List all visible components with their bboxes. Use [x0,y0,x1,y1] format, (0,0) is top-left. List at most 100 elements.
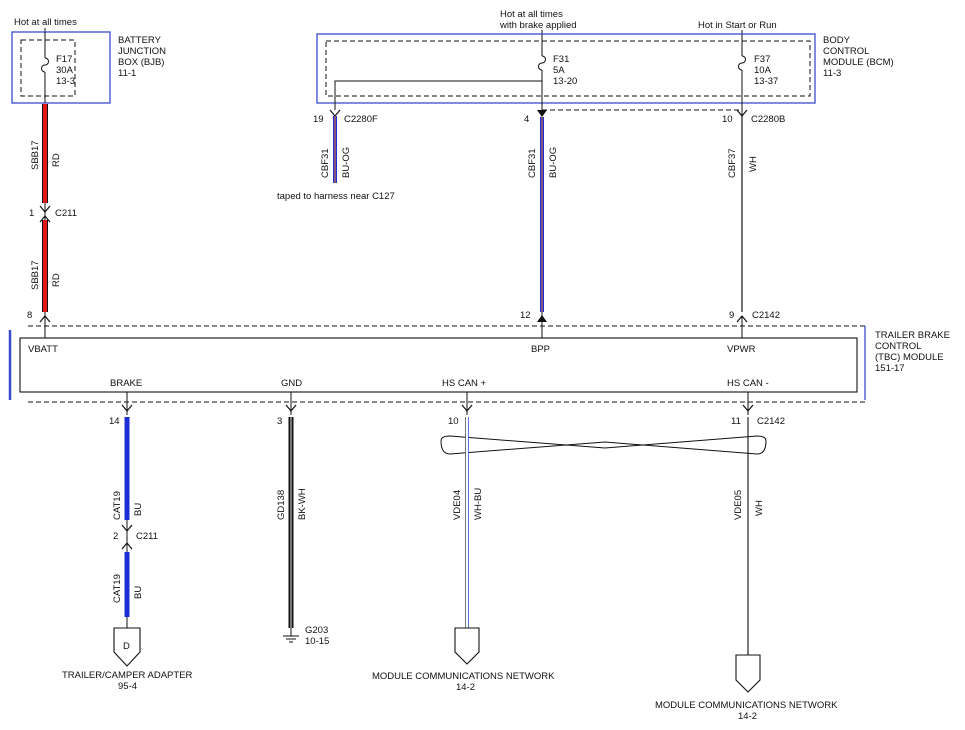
mcn1-title: MODULE COMMUNICATIONS NETWORK [372,671,555,682]
wire-vde05-color: WH [754,500,765,516]
fuse-f31-name: F31 [553,54,569,65]
bjb-border [11,31,111,104]
tbc-pin9: 9 [729,310,734,321]
wire-cbf31-stub-color: BU-OG [341,147,352,178]
bjb-inner-dash [20,39,76,97]
ground-ref: 10-15 [305,636,329,647]
wire-cbf37: CBF37 WH [727,116,759,312]
pin19-arrow [329,109,341,117]
fuse-f37-amp: 10A [754,65,772,76]
bcm-c2280f: C2280F [344,114,378,125]
bcm-c2280b: C2280B [751,114,785,125]
c211-upper-pin: 1 [29,208,34,219]
wire-cbf31-main: CBF31 BU-OG [527,117,559,312]
wire-cat19-upper: CAT19 BU [112,417,144,520]
tbc-pin10: 10 [448,416,459,427]
tbc-pin14: 14 [109,416,120,427]
bcm-title-4: 11-3 [823,68,841,79]
trailer-adapter-connector: D TRAILER/CAMPER ADAPTER 95-4 [62,617,193,692]
pin4-arrow [537,110,547,117]
wire-gd138: GD138 BK-WH [276,417,308,628]
tbc-pin11: 11 [731,416,741,427]
battery-junction-box: Hot at all times F17 30A 13-3 BATTERY JU… [11,17,166,104]
tbc-bottom-pins: 14 3 10 11 C2142 [109,392,785,427]
tbc-hscan-minus: HS CAN - [727,378,769,389]
wire-cbf37-color: WH [748,156,759,172]
fuse-f17-name: F17 [56,54,72,65]
wire-cbf31-stub: CBF31 BU-OG [320,116,352,183]
bcm-pin10: 10 [722,114,733,125]
wire-sbb17-color: RD [51,153,62,167]
ground-name: G203 [305,625,328,636]
bcm-hot-run: Hot in Start or Run [698,20,777,31]
wire-sbb17-circuit: SBB17 [30,140,41,170]
bcm-border [316,33,816,104]
c211-lower-name: C211 [136,531,158,542]
bcm-inner-dash [325,40,811,97]
tbc-pin3: 3 [277,416,282,427]
trailer-adapter-ref: 95-4 [118,681,137,692]
wire-vde04: VDE04 WH-BU [452,417,484,628]
tbc-title-3: (TBC) MODULE [875,352,944,363]
connector-c211-upper: 1 C211 [29,203,77,223]
c211-lower-pin: 2 [113,531,118,542]
tbc-title-4: 151-17 [875,363,905,374]
mcn2-title: MODULE COMMUNICATIONS NETWORK [655,700,838,711]
fuse-f37-icon [738,55,746,71]
fuse-f31-ref: 13-20 [553,76,577,87]
tbc-vbatt: VBATT [28,344,58,355]
wire-cat19-lower-circuit: CAT19 [112,574,123,603]
bjb-title-3: BOX (BJB) [118,57,164,68]
wire-sbb17-lower-circuit: SBB17 [30,260,41,290]
wire-cbf31-color: BU-OG [548,147,559,178]
tbc-title-1: TRAILER BRAKE [875,330,950,341]
wire-cat19-lower-color: BU [133,586,144,599]
wire-cat19-color: BU [133,503,144,516]
bcm-hot-brake-2: with brake applied [499,20,577,31]
tbc-c2142-top: C2142 [752,310,780,321]
bcm-pin19: 19 [313,114,324,125]
fuse-f31-icon [538,55,546,71]
wire-vde04-color: WH-BU [473,488,484,520]
mcn2-ref: 14-2 [738,711,757,722]
mcn1-connector: MODULE COMMUNICATIONS NETWORK 14-2 [372,627,555,693]
wire-cbf37-circuit: CBF37 [727,148,738,178]
tbc-c2142-bottom: C2142 [757,416,785,427]
ground-g203-icon: G203 10-15 [283,625,329,647]
fuse-f37-name: F37 [754,54,770,65]
tbc-hscan-plus: HS CAN + [442,378,487,389]
wire-cbf31-stub-circuit: CBF31 [320,148,331,178]
wire-gd138-color: BK-WH [297,488,308,520]
fuse-f17-ref: 13-3 [56,76,75,87]
tbc-title-2: CONTROL [875,341,921,352]
bjb-title-4: 11-1 [118,68,136,79]
fuse-f31-amp: 5A [553,65,565,76]
wire-vde05-circuit: VDE05 [733,490,744,520]
trailer-adapter-letter: D [123,641,130,652]
mcn1-ref: 14-2 [456,682,475,693]
wire-gd138-circuit: GD138 [276,490,287,520]
wire-vde05: VDE05 WH [733,417,765,655]
wire-cat19-circuit: CAT19 [112,491,123,520]
bcm-title-1: BODY [823,35,851,46]
bcm-branch-pin19 [334,80,542,110]
c211-upper-name: C211 [55,208,77,219]
connector-c211-lower: 2 C211 [113,520,158,552]
fuse-f17-icon [41,57,49,73]
bcm-title-3: MODULE (BCM) [823,57,894,68]
wire-cbf31-circuit: CBF31 [527,148,538,178]
bjb-title-1: BATTERY [118,35,162,46]
bjb-hot-label: Hot at all times [14,17,77,28]
wire-sbb17-upper: SBB17 RD [30,104,62,203]
tbc-bpp: BPP [531,344,550,355]
tbc-pin12: 12 [520,310,531,321]
bcm-pin4: 4 [524,114,529,125]
twisted-pair-icon [440,435,767,455]
wire-sbb17-lower-color: RD [51,273,62,287]
bcm-hot-brake-1: Hot at all times [500,9,563,20]
bcm-title-2: CONTROL [823,46,869,57]
tbc-pin8: 8 [27,310,32,321]
trailer-brake-control-module: VBATT BPP VPWR BRAKE GND HS CAN + HS CAN… [8,325,950,403]
taped-note: taped to harness near C127 [277,191,395,202]
